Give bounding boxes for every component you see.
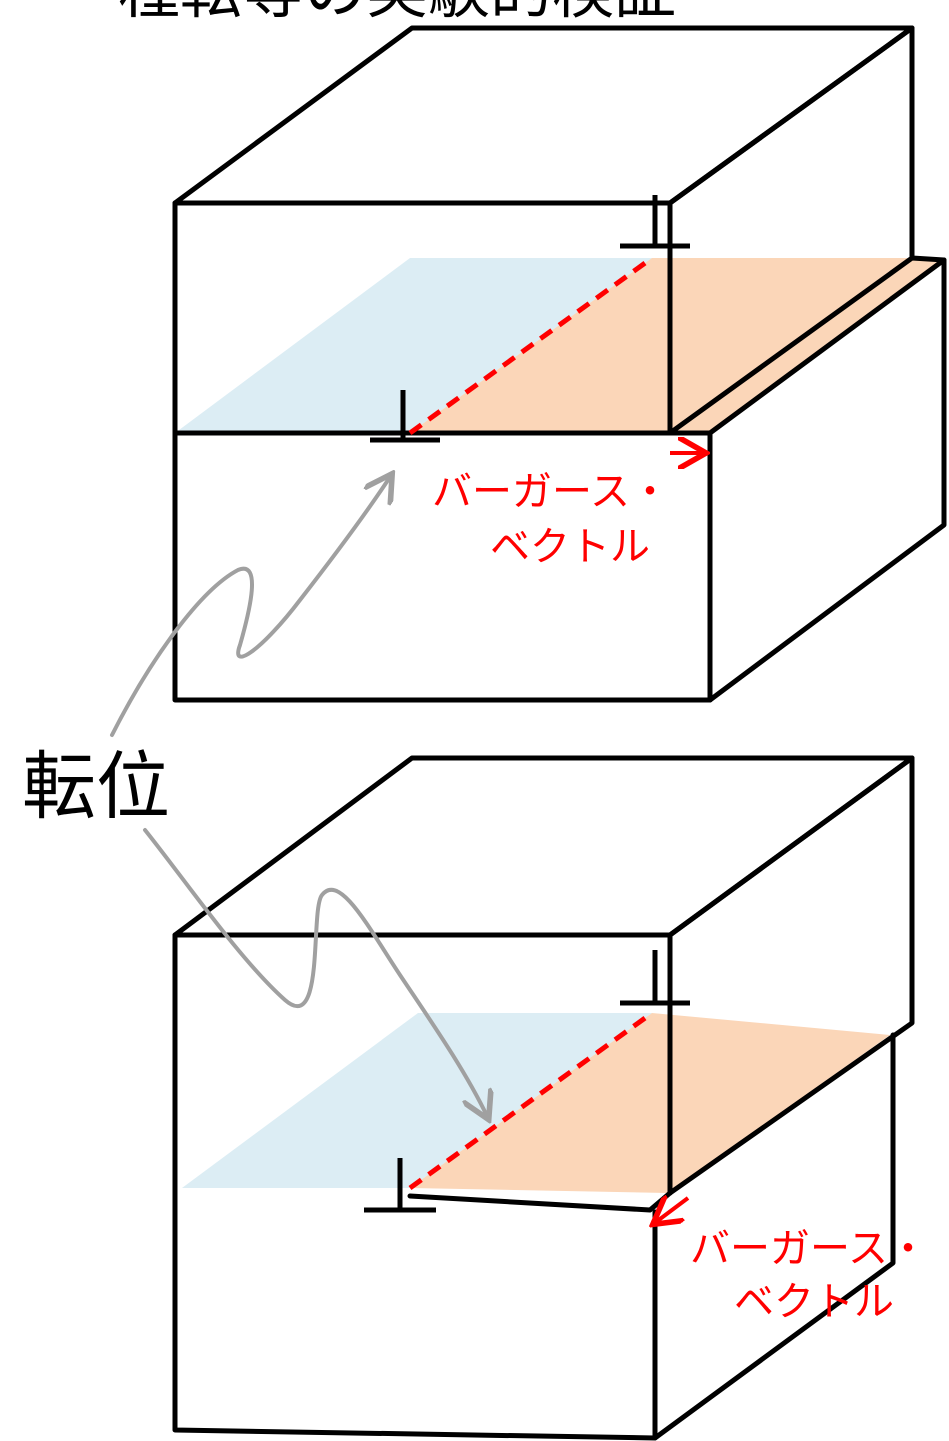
- dislocation-label: 転位: [22, 744, 170, 830]
- dislocation-symbol-front: [364, 1158, 436, 1213]
- slip-step-edge: [667, 255, 947, 703]
- page-title: 種転等の実験的検証: [118, 0, 676, 27]
- burgers-vector-label-line2: ベクトル: [490, 524, 650, 570]
- burgers-vector-label-line2: ベクトル: [734, 1279, 894, 1325]
- upper-block-right-face: [667, 25, 915, 261]
- lower-block-right-face: [707, 257, 947, 703]
- slipped-plane-region: [410, 1013, 890, 1193]
- dislocation-symbol-back: [620, 195, 690, 249]
- upper-block-top-face: [172, 755, 915, 938]
- dislocation-symbol-back: [620, 950, 690, 1006]
- slip-wedge-edge: [407, 1190, 673, 1213]
- upper-block-right-face: [667, 755, 915, 1196]
- pointer-arrow-to-top-dislocation: [110, 477, 390, 737]
- unslipped-plane-region: [175, 258, 652, 433]
- lower-block-front-face: [172, 1187, 658, 1441]
- slipped-plane-region: [410, 258, 944, 433]
- burgers-vector-label-line1: バーガース・: [432, 469, 670, 515]
- dislocation-line: [408, 1010, 654, 1191]
- unslipped-plane-region: [182, 1013, 652, 1188]
- dislocation-symbol-front: [370, 390, 440, 443]
- dislocation-line: [408, 255, 654, 436]
- burgers-vector-arrow: [656, 1198, 690, 1222]
- upper-block-top-face: [172, 25, 915, 206]
- lower-block-front-face: [172, 430, 713, 703]
- burgers-vector-label-line1: バーガース・: [690, 1226, 928, 1272]
- pointer-arrow-to-bottom-dislocation: [143, 828, 487, 1116]
- edge-dislocation-panel: バーガース・ ベクトル: [172, 25, 947, 703]
- lower-block-right-face: [652, 1032, 896, 1441]
- screw-dislocation-panel: バーガース・ ベクトル: [172, 755, 928, 1441]
